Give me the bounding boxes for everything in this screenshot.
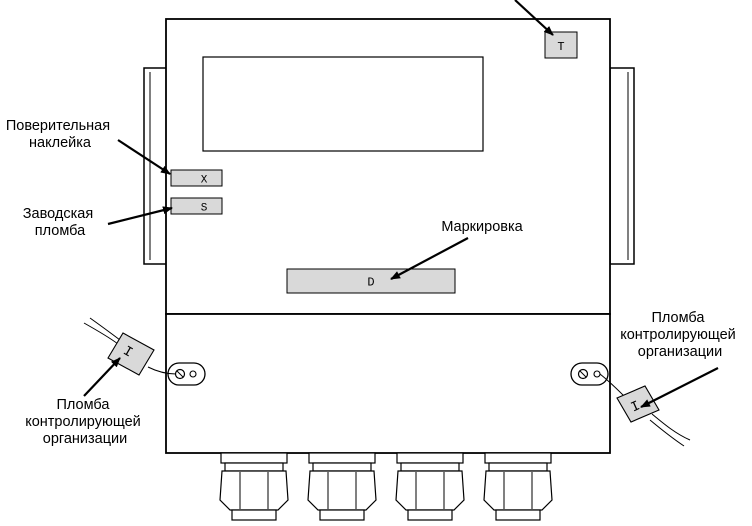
plate-x-label: X: [201, 175, 208, 187]
right-seal-wire: [599, 373, 691, 447]
right-side-rail: [609, 67, 635, 265]
display-window: [202, 56, 484, 152]
cable-gland-4: [483, 452, 553, 521]
cable-gland-3: [395, 452, 465, 521]
plate-t: [544, 31, 578, 59]
device-lower-body: [165, 313, 611, 454]
arrow-to-right-seal: [640, 367, 719, 408]
plate-d: [286, 268, 456, 294]
marking-label: Маркировка: [441, 219, 523, 235]
verification-sticker-label: Поверительная наклейка: [6, 118, 114, 151]
plate-d-label: D: [367, 276, 374, 290]
arrow-to-plate-t: [514, 0, 554, 36]
plate-t-label: T: [557, 40, 564, 54]
arrow-to-plate-x: [117, 139, 171, 175]
cable-gland-1: [219, 452, 289, 521]
arrow-to-left-seal: [83, 357, 121, 397]
cable-gland-2: [307, 452, 377, 521]
plate-s: [170, 197, 223, 215]
left-seal-screw: [167, 362, 206, 386]
right-seal-screw: [570, 362, 609, 386]
control-seal-right-label: Пломба контролирующей организации: [620, 310, 740, 360]
plate-s-label: S: [201, 203, 208, 215]
arrow-to-plate-d: [390, 237, 469, 280]
left-lead-seal: I: [107, 332, 155, 376]
factory-seal-label: Заводская пломба: [23, 206, 97, 239]
right-lead-seal: I: [616, 385, 660, 423]
arrow-to-plate-s: [107, 206, 173, 226]
plate-x: [170, 169, 223, 187]
control-seal-left-label: Пломба контролирующей организации: [25, 397, 145, 447]
left-seal-wire: [83, 317, 177, 375]
